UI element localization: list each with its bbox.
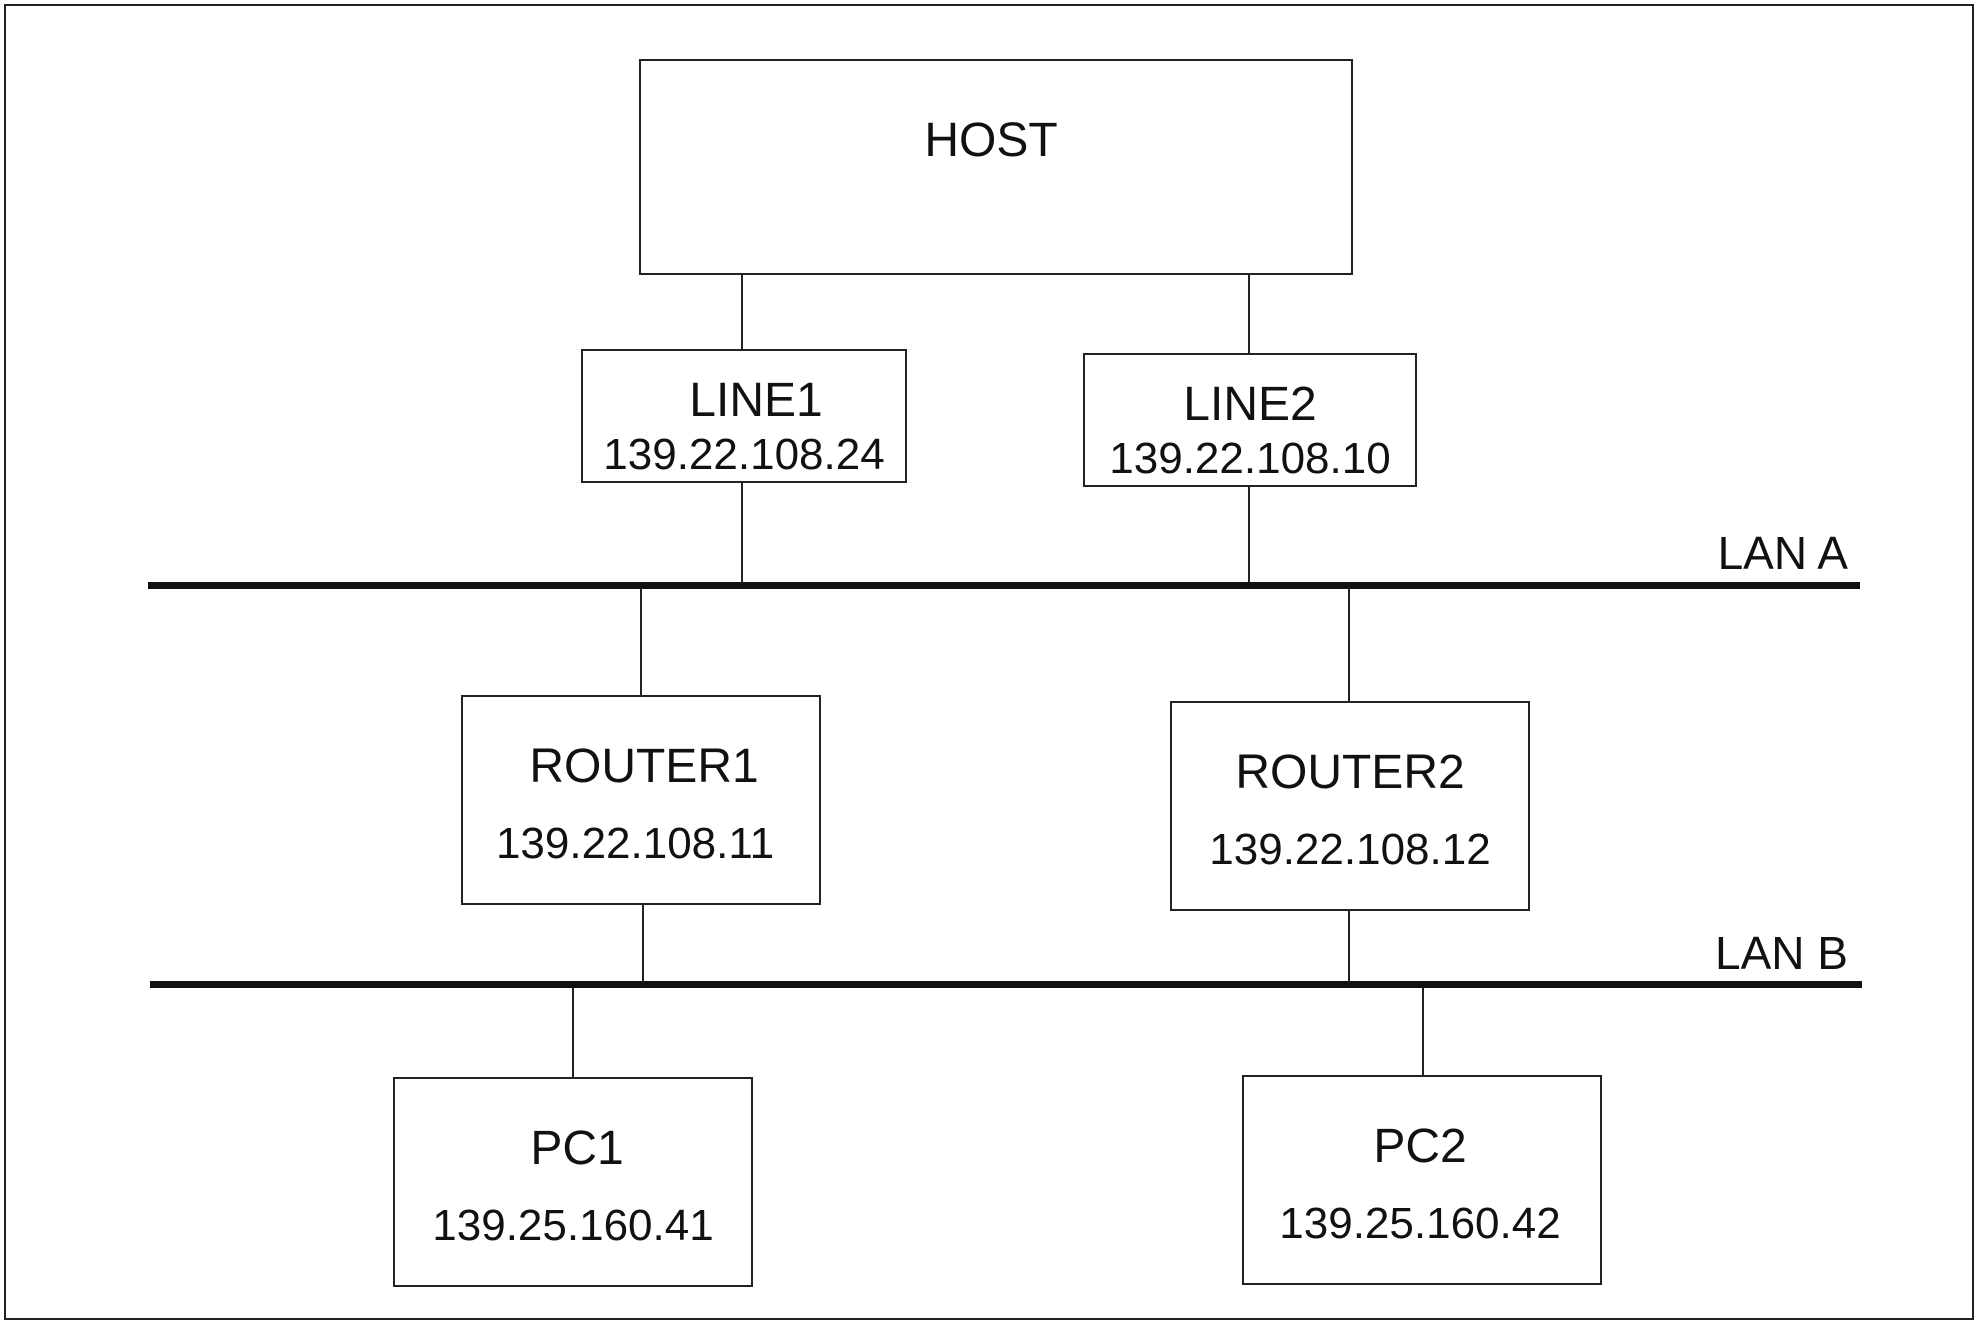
lan-b-label: LAN B (1715, 927, 1848, 979)
pc1-address: 139.25.160.41 (432, 1201, 714, 1250)
pc2-address: 139.25.160.42 (1279, 1199, 1561, 1248)
line1-label: LINE1 (689, 374, 823, 427)
host-line1-link (741, 274, 743, 350)
router1-label: ROUTER1 (529, 740, 759, 793)
lan-a-bus (148, 582, 1860, 589)
host-label: HOST (924, 114, 1058, 167)
line2-lan-a-link (1248, 486, 1250, 586)
pc2-box: PC2 139.25.160.42 (1242, 1075, 1602, 1285)
lan-b-bus (150, 981, 1862, 988)
router2-box: ROUTER2 139.22.108.12 (1170, 701, 1530, 911)
pc1-label: PC1 (530, 1122, 624, 1175)
router2-lan-b-link (1348, 910, 1350, 984)
router1-lan-b-link (642, 904, 644, 984)
router2-address: 139.22.108.12 (1209, 825, 1491, 874)
line2-address: 139.22.108.10 (1109, 434, 1391, 483)
lan-b-pc1-link (572, 984, 574, 1079)
lan-a-router1-link (640, 586, 642, 696)
line1-lan-a-link (741, 482, 743, 586)
lan-a-router2-link (1348, 586, 1350, 702)
host-box: HOST (639, 59, 1353, 275)
pc1-box: PC1 139.25.160.41 (393, 1077, 753, 1287)
pc2-label: PC2 (1373, 1120, 1467, 1173)
lan-b-pc2-link (1422, 984, 1424, 1077)
line1-address: 139.22.108.24 (603, 430, 885, 479)
router1-address: 139.22.108.11 (495, 819, 775, 868)
router2-label: ROUTER2 (1235, 746, 1465, 799)
host-line2-link (1248, 274, 1250, 354)
line1-box: LINE1 139.22.108.24 (581, 349, 907, 483)
line2-box: LINE2 139.22.108.10 (1083, 353, 1417, 487)
router1-box: ROUTER1 139.22.108.11 (461, 695, 821, 905)
line2-label: LINE2 (1183, 378, 1317, 431)
lan-a-label: LAN A (1717, 527, 1848, 579)
diagram-frame (4, 4, 1974, 1320)
